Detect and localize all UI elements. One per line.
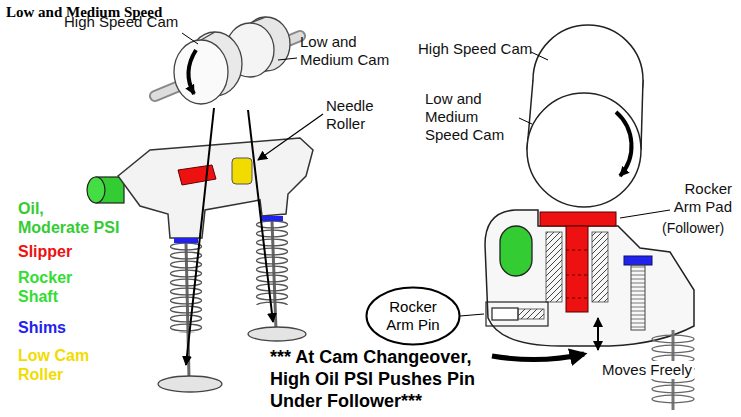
part-label: Rocker Arm Pad bbox=[664, 180, 732, 216]
shim bbox=[174, 238, 198, 243]
leader-line bbox=[620, 210, 670, 218]
low-cam-roller bbox=[232, 158, 252, 184]
rocker-arm-pad bbox=[540, 212, 616, 226]
part-label: High Speed Cam bbox=[418, 40, 532, 58]
high-cam-edge bbox=[201, 32, 215, 40]
legend-entry: Slipper bbox=[18, 242, 122, 261]
rotation-arrow bbox=[616, 112, 631, 176]
leader-line bbox=[278, 58, 297, 60]
legend-entry: Shims bbox=[18, 318, 122, 337]
low-cam-edge bbox=[250, 17, 266, 23]
legend-text: Low Cam Roller bbox=[18, 347, 89, 383]
motion-label: Moves Freely bbox=[600, 361, 694, 379]
rocker-shaft-end bbox=[87, 177, 105, 203]
motion-arrow bbox=[248, 110, 273, 322]
rocker-arm-pin bbox=[492, 308, 518, 320]
legend-text: Rocker Shaft bbox=[18, 269, 72, 305]
cam-edge bbox=[641, 80, 643, 150]
valve-spring bbox=[255, 221, 289, 305]
high-cam-front bbox=[174, 40, 228, 104]
low-medium-cam bbox=[527, 93, 641, 207]
leader-line bbox=[460, 314, 484, 316]
changeover-arrow bbox=[492, 354, 584, 360]
stem-detail bbox=[566, 250, 588, 251]
part-label: Needle Roller bbox=[326, 97, 398, 133]
motion-arrow bbox=[597, 318, 599, 334]
legend-text: Slipper bbox=[18, 243, 72, 260]
leader-line bbox=[531, 52, 548, 60]
pin-spring bbox=[518, 309, 544, 319]
left-rocker-assembly bbox=[87, 17, 323, 392]
legend-text: Shims bbox=[18, 319, 66, 336]
legend-entry: Low Cam Roller bbox=[18, 346, 98, 384]
shim bbox=[624, 256, 652, 265]
stem-detail bbox=[566, 298, 588, 299]
legend-entry: Oil, Moderate PSI bbox=[18, 199, 122, 237]
shim bbox=[261, 216, 283, 221]
follower-stem bbox=[566, 226, 588, 312]
changeover-note: *** At Cam Changeover, High Oil PSI Push… bbox=[270, 346, 495, 412]
part-note: (Follower) bbox=[662, 220, 724, 237]
part-label: Low and Medium Speed Cam bbox=[425, 90, 517, 144]
stem-detail bbox=[566, 275, 588, 276]
leader-line bbox=[519, 118, 532, 124]
legend-text: Oil, Moderate PSI bbox=[18, 200, 119, 236]
ellipse-outline bbox=[367, 288, 460, 345]
pin-bore bbox=[486, 302, 548, 326]
leader-line bbox=[182, 33, 198, 44]
rocker-shaft bbox=[500, 226, 532, 276]
part-label: Low and Medium Cam bbox=[300, 33, 404, 69]
label-ellipse: Rocker Arm Pin bbox=[365, 286, 461, 346]
right-rocker-section bbox=[460, 25, 696, 410]
node-text: Rocker Arm Pin bbox=[383, 298, 443, 334]
adjuster-bolt bbox=[631, 265, 645, 330]
valve-head bbox=[248, 327, 306, 341]
return-spring bbox=[546, 232, 562, 302]
motion-arrow bbox=[597, 334, 599, 350]
motion-arrow bbox=[186, 108, 214, 365]
part-label: High Speed Cam bbox=[64, 13, 178, 31]
valve-head bbox=[158, 376, 222, 392]
rotation-arrow bbox=[188, 50, 196, 94]
legend-entry: Rocker Shaft bbox=[18, 268, 88, 306]
slipper bbox=[178, 165, 216, 185]
return-spring bbox=[592, 232, 608, 302]
leader-line bbox=[258, 114, 323, 160]
